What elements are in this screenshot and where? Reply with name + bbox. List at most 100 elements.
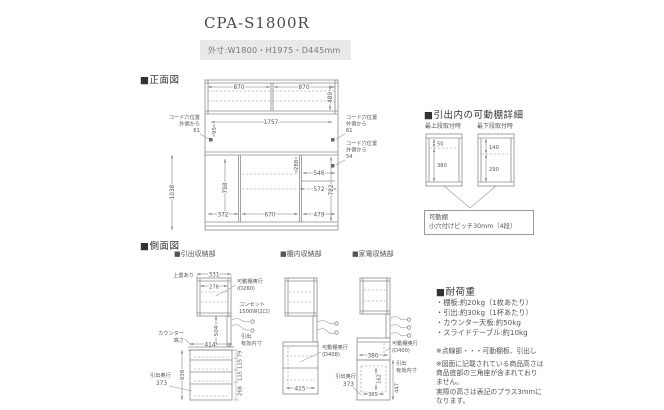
view1-top-note: 上置あり <box>173 271 194 279</box>
detail-bottom-position-label: 最下段取付時 <box>477 122 513 130</box>
cord-hole-label-right-top: コード穴位置 外側から 61 <box>346 113 377 134</box>
detail-dim-290: 290 <box>489 167 499 173</box>
view3-upper-cabinet <box>359 277 391 315</box>
view1-lower-unit <box>188 346 234 401</box>
height-note-line5: なります。 <box>436 396 470 405</box>
dim-479: 479 <box>313 212 324 218</box>
view3-lower-drawer <box>356 359 391 401</box>
view1-drawer-inner-dims: 79 115 115 268 <box>233 350 245 401</box>
side-views-drawing: ■引出収納部 上置あり 331 278 可動棚奥行 (D260) 504 <box>150 249 418 401</box>
dim-1038: 1038 <box>170 184 176 199</box>
view2-lower-unit <box>282 341 319 395</box>
front-view-drawing: 870 870 489 1757 95 1038 798 288 546 572… <box>169 79 377 231</box>
view3-inner-depth-365: 365 <box>368 392 378 398</box>
height-note-line1: ※図面に記載されている商品高さは <box>436 360 544 368</box>
dim-572: 572 <box>313 187 324 193</box>
view1-shelf-depth-label: 可動棚奥行 <box>237 277 263 285</box>
view2-shelf-depth-value: (D408) <box>322 352 340 358</box>
view1-drawer-dim-268: 268 <box>238 386 244 396</box>
view3-drawer-inner-label2: 有効内寸 <box>396 366 417 374</box>
front-dimension-lines <box>170 85 337 230</box>
front-movable-shelf-dashed-lines <box>208 90 335 190</box>
view1-drawer-dim-79: 79 <box>238 351 244 358</box>
dim-670: 670 <box>264 212 275 218</box>
cord-right-top-line3: 61 <box>346 128 353 134</box>
height-note: ※図面に記載されている商品高さは 商品底部の三角座が含まれており ません。 実際… <box>436 360 543 406</box>
view3-shelf-depth-value: (D400) <box>392 348 410 354</box>
dim-288: 288 <box>294 159 300 170</box>
side-view-heading: ■側面図 <box>140 241 180 252</box>
side-view-drawer-section: ■引出収納部 上置あり 331 278 可動棚奥行 (D260) 504 <box>150 249 270 401</box>
view1-dim-938: 938 <box>180 369 186 380</box>
view1-dim-414: 414 <box>204 342 215 348</box>
view2-upper-cabinet <box>284 277 318 317</box>
movable-shelf-note-box: 可動棚 小穴付けピッチ30mm（4段） <box>424 210 534 235</box>
height-note-line2: 商品底部の三角座が含まれており <box>436 369 538 378</box>
height-note-line4: 実際の高さは表記のプラス3mmに <box>436 387 542 396</box>
dim-782: 782 <box>329 184 335 195</box>
view1-outlet-cords <box>231 318 255 333</box>
view1-drawer-dim-115b: 115 <box>238 371 244 381</box>
view1-upper-cabinet <box>196 277 232 317</box>
dim-798: 798 <box>223 182 229 193</box>
detail-top-position-label: 最上段取付時 <box>425 122 461 130</box>
detail-dim-380: 380 <box>437 163 447 169</box>
note-line2: 小穴付けピッチ30mm（4段） <box>429 222 517 230</box>
dim-95: 95 <box>212 127 218 134</box>
view2-shelf-depth-label: 可動棚奥行 <box>322 343 348 351</box>
note-line1: 可動棚 <box>429 214 448 221</box>
cord-left-line1: コード穴位置 <box>169 113 200 121</box>
load-capacity-list: ・棚板:約20kg（1枚あたり） ・引出:約30kg（1杯あたり） ・カウンター… <box>436 298 533 338</box>
side-view-appliance-section: ■家電収納部 <box>335 249 418 401</box>
load-item-counter: ・カウンター天板:約50kg <box>436 318 521 327</box>
cord-right-top-line1: コード穴位置 <box>346 113 377 121</box>
height-note-line3: ません。 <box>436 378 463 387</box>
view3-back-panel <box>385 313 391 339</box>
view1-shelf-depth-value: (D260) <box>237 286 255 292</box>
cord-right-top-line2: 外側から <box>346 120 367 128</box>
view3-dim-373: 373 <box>343 382 354 388</box>
view3-shelf-depth-label: 可動棚奥行 <box>392 339 418 347</box>
shelf-detail-heading: ■引出内の可動棚詳細 <box>424 110 524 121</box>
detail-note-leaders <box>443 185 497 209</box>
view3-cords <box>390 316 412 338</box>
view1-counter-label2: 高さ <box>174 336 184 344</box>
load-capacity-heading: ■耐荷重 <box>436 287 476 298</box>
view1-drawer-dashed <box>194 356 228 397</box>
view1-dim-278: 278 <box>209 284 219 290</box>
view2-back-panel <box>312 315 318 343</box>
view1-drawer-depth-label: 引出奥行 <box>150 371 171 379</box>
cord-left-line2: 外側から <box>179 120 200 128</box>
view2-shelf-dashed <box>286 347 315 386</box>
view3-drawer-dashed <box>360 365 387 393</box>
cord-hole-label-right-bottom: コード穴位置 外側から 54 <box>346 139 377 160</box>
dim-489: 489 <box>328 92 334 103</box>
view3-dim-380: 380 <box>367 353 378 359</box>
view1-outlet-spec: 1500W(2口) <box>239 308 270 315</box>
dotted-line-note: ※点線部・・・可動棚板、引出し <box>436 347 537 355</box>
view1-label: ■引出収納部 <box>174 249 216 258</box>
dim-546: 546 <box>313 171 324 177</box>
view1-drawer-inner-label2: 有効内寸 <box>241 339 262 347</box>
cord-right-bottom-line1: コード穴位置 <box>346 139 377 147</box>
cord-right-bottom-line3: 54 <box>346 154 353 160</box>
detail-left-cabinet <box>425 133 463 187</box>
view3-dim-447: 447 <box>395 383 401 393</box>
view1-drawer-dim-115a: 115 <box>238 359 244 369</box>
view1-counter-label1: カウンター <box>158 329 184 337</box>
view2-cords <box>317 320 339 335</box>
view3-inner-height-162: 162 <box>377 374 383 384</box>
detail-dim-140: 140 <box>489 145 499 151</box>
cord-left-line3: 61 <box>193 128 200 134</box>
view1-dim-373: 373 <box>156 381 167 387</box>
dim-870-left: 870 <box>233 85 244 91</box>
dim-372: 372 <box>217 212 228 218</box>
load-item-drawer: ・引出:約30kg（1杯あたり） <box>436 308 533 317</box>
view1-back-panel <box>226 315 232 347</box>
front-leader-lines <box>199 133 346 166</box>
load-item-shelf: ・棚板:約20kg（1枚あたり） <box>436 298 533 307</box>
view3-drawer-depth-label: 引出奥行 <box>335 372 356 380</box>
view2-dim-415: 415 <box>294 386 305 392</box>
view1-dim-504: 504 <box>214 325 220 336</box>
side-view-shelf-section: ■棚内収納部 <box>280 249 348 395</box>
